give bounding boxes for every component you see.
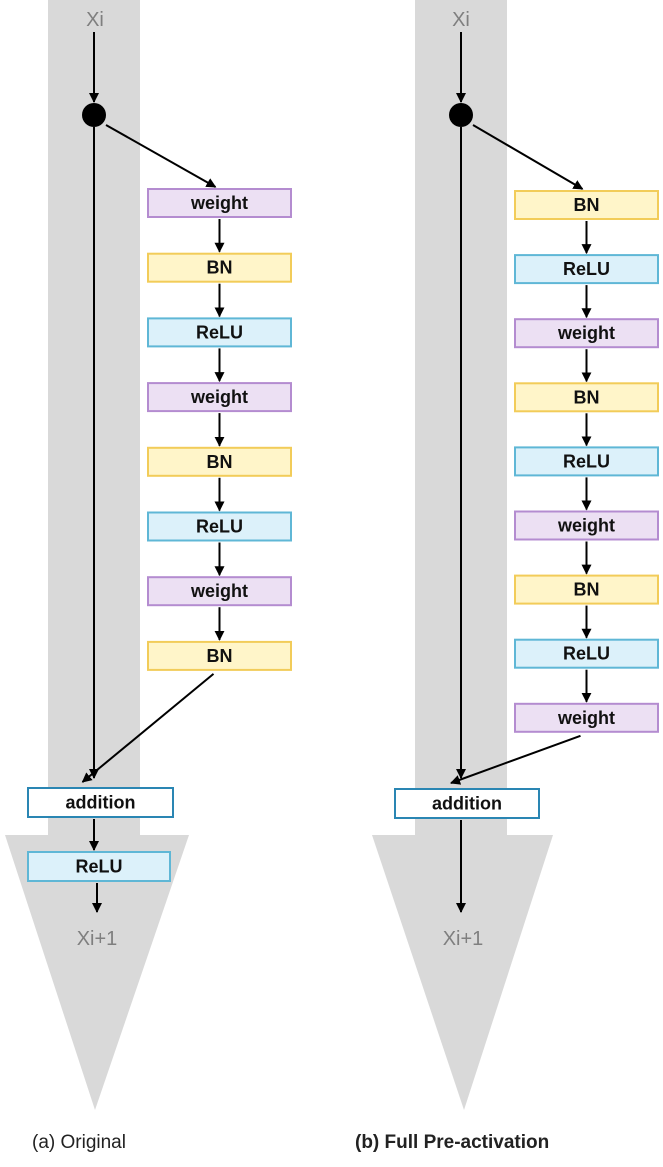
block-weight-box — [147, 188, 292, 218]
block-weight-box — [514, 702, 659, 733]
block-weight: weight — [514, 318, 659, 349]
block-weight: weight — [514, 702, 659, 733]
panel-a-output-label: Xi+1 — [77, 928, 118, 950]
block-relu-box — [147, 511, 292, 542]
block-relu: ReLU — [147, 511, 292, 542]
block-weight-box — [514, 318, 659, 349]
panel-b-split-node — [449, 103, 473, 127]
block-weight: weight — [147, 382, 292, 413]
block-weight-box — [514, 510, 659, 541]
addition-node-box — [27, 787, 174, 818]
block-bn-label: BN — [574, 580, 600, 600]
post-block-relu-label: ReLU — [75, 857, 122, 877]
branch-arrow — [472, 124, 584, 190]
block-weight-label: weight — [557, 708, 615, 728]
panel-a-blocks: weightBNReLUweightBNReLUweightBNaddition… — [27, 188, 292, 882]
post-block-relu-box — [27, 851, 171, 882]
block-weight-label: weight — [557, 516, 615, 536]
panel-b-output-label: Xi+1 — [443, 928, 484, 950]
block-relu-box — [514, 638, 659, 669]
block-relu-label: ReLU — [563, 644, 610, 664]
block-bn-box — [147, 252, 292, 283]
block-weight-box — [147, 576, 292, 607]
block-bn-box — [514, 574, 659, 605]
block-weight-label: weight — [190, 193, 248, 213]
panel-b-output-arrow — [372, 835, 553, 1110]
block-relu: ReLU — [514, 638, 659, 669]
block-weight-label: weight — [557, 323, 615, 343]
addition-node-box — [394, 788, 540, 819]
block-relu-label: ReLU — [563, 259, 610, 279]
block-weight-label: weight — [190, 387, 248, 407]
block-bn: BN — [147, 640, 292, 671]
post-block-relu: ReLU — [27, 851, 171, 882]
block-weight: weight — [514, 510, 659, 541]
caption-full-preactivation: (b) Full Pre-activation — [355, 1132, 550, 1153]
block-relu-label: ReLU — [196, 322, 243, 342]
addition-node-label: addition — [432, 794, 502, 814]
caption-original: (a) Original — [32, 1132, 126, 1153]
block-weight: weight — [147, 188, 292, 218]
block-bn-box — [147, 640, 292, 671]
merge-arrow — [450, 734, 581, 785]
branch-arrow — [105, 124, 217, 188]
merge-arrow — [81, 673, 215, 783]
panel-b: Xi Xi+1 BNReLUweightBNReLUweightBNReLUwe… — [372, 0, 659, 1110]
block-relu: ReLU — [514, 446, 659, 477]
block-bn-label: BN — [207, 258, 233, 278]
block-bn-label: BN — [574, 387, 600, 407]
block-bn-box — [147, 446, 292, 477]
addition-node: addition — [394, 788, 540, 819]
panel-a-output-arrow — [5, 835, 189, 1110]
panel-a-arrows — [81, 32, 225, 913]
block-relu-label: ReLU — [563, 451, 610, 471]
block-bn-label: BN — [574, 195, 600, 215]
block-relu: ReLU — [147, 317, 292, 348]
panel-b-input-label: Xi — [452, 9, 470, 31]
block-bn-box — [514, 190, 659, 220]
panel-a-input-label: Xi — [86, 9, 104, 31]
panel-a-split-node — [82, 103, 106, 127]
block-bn: BN — [147, 446, 292, 477]
block-weight-box — [147, 382, 292, 413]
panel-a: Xi Xi+1 weightBNReLUweightBNReLUweightBN… — [5, 0, 292, 1110]
panel-b-arrows — [450, 32, 592, 913]
block-relu-box — [147, 317, 292, 348]
block-weight: weight — [147, 576, 292, 607]
block-bn: BN — [514, 190, 659, 220]
block-bn-label: BN — [207, 452, 233, 472]
block-bn: BN — [514, 574, 659, 605]
block-bn: BN — [514, 382, 659, 413]
block-bn-box — [514, 382, 659, 413]
panel-b-blocks: BNReLUweightBNReLUweightBNReLUweightaddi… — [394, 190, 659, 819]
block-bn: BN — [147, 252, 292, 283]
block-weight-label: weight — [190, 581, 248, 601]
addition-node: addition — [27, 787, 174, 818]
block-relu: ReLU — [514, 254, 659, 285]
block-relu-box — [514, 446, 659, 477]
block-relu-label: ReLU — [196, 517, 243, 537]
block-relu-box — [514, 254, 659, 285]
addition-node-label: addition — [66, 793, 136, 813]
block-bn-label: BN — [207, 646, 233, 666]
